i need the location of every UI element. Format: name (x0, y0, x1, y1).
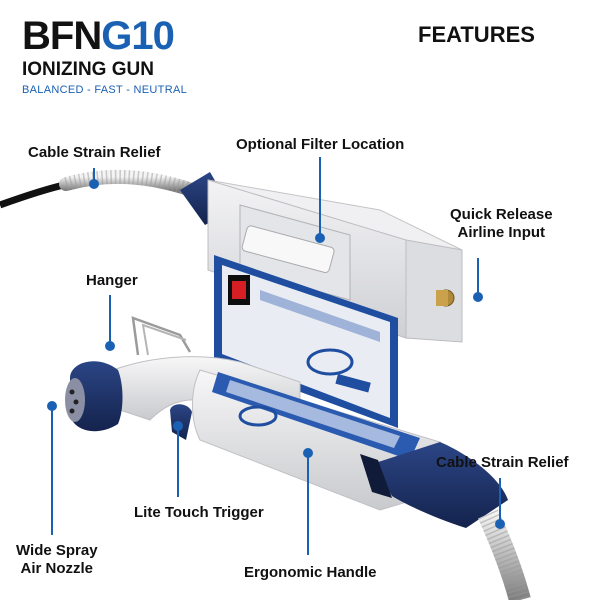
gun-body (65, 356, 508, 528)
callout-cable-strain-relief-right: Cable Strain Relief (436, 454, 569, 471)
bottom-strain-relief (478, 509, 531, 600)
dot-lite-touch (173, 421, 183, 431)
top-strain-relief (59, 169, 199, 197)
callout-cable-strain-relief-left: Cable Strain Relief (28, 144, 161, 161)
dot-cable-strain-left (89, 179, 99, 189)
callout-hanger: Hanger (86, 272, 138, 289)
callout-quick-release: Quick Release Airline Input (450, 206, 553, 242)
brand-block: BFNG10 IONIZING GUN BALANCED - FAST - NE… (22, 14, 187, 96)
callout-quick-release-line2: Airline Input (457, 224, 546, 241)
hanger-wire (131, 316, 192, 356)
dot-wide-spray (47, 401, 57, 411)
features-heading: FEATURES (418, 22, 535, 47)
callout-leaders (47, 157, 505, 555)
callout-quick-release-line1: Quick Release (450, 206, 553, 223)
product-tagline: BALANCED - FAST - NEUTRAL (22, 84, 187, 96)
product-subtitle: IONIZING GUN (22, 59, 154, 80)
callout-wide-spray-line2: Air Nozzle (20, 560, 94, 577)
callout-ergonomic-handle: Ergonomic Handle (244, 564, 377, 581)
callout-wide-spray-line1: Wide Spray (16, 542, 98, 559)
callout-wide-spray: Wide Spray Air Nozzle (16, 542, 98, 578)
supply-cable (0, 180, 69, 209)
dot-cable-strain-right (495, 519, 505, 529)
dot-optional-filter (315, 233, 325, 243)
dot-ergonomic (303, 448, 313, 458)
dot-hanger (105, 341, 115, 351)
callout-optional-filter-location: Optional Filter Location (236, 136, 405, 153)
dot-quick-release (473, 292, 483, 302)
product-title-part1: BFN (22, 14, 102, 58)
product-title-part2: G10 (101, 14, 175, 58)
product-title: BFNG10 (22, 14, 187, 58)
callout-lite-touch-trigger: Lite Touch Trigger (134, 504, 264, 521)
power-unit (180, 172, 463, 428)
